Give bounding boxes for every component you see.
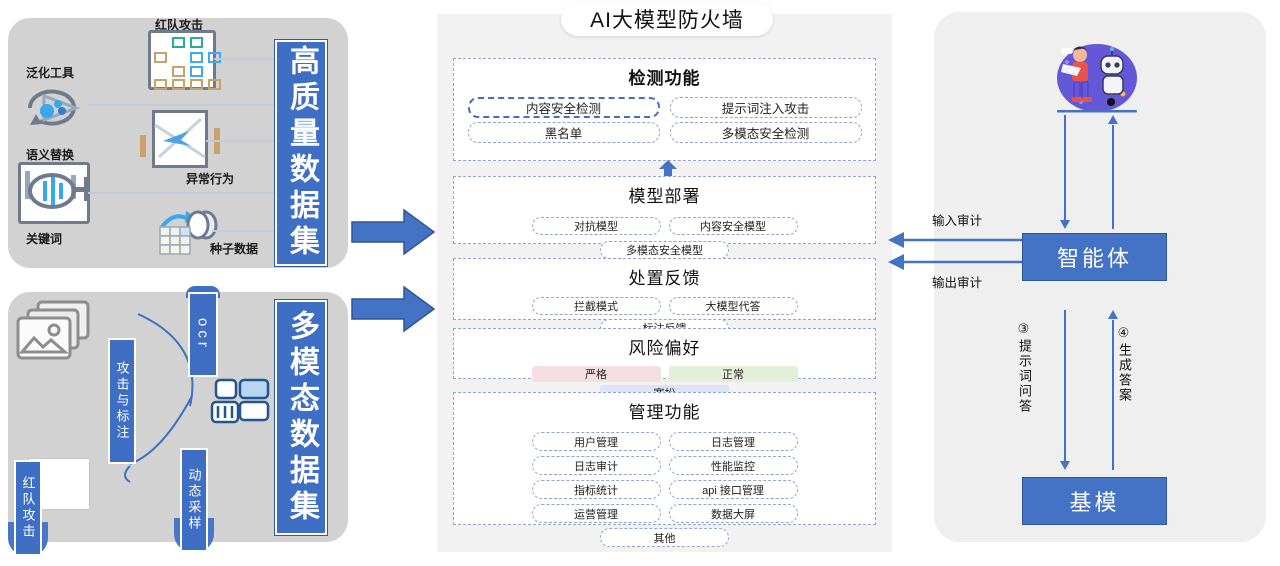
- arrow-deploy-to-detect: [659, 160, 677, 177]
- base-model-box[interactable]: 基模: [1022, 477, 1167, 525]
- keyword-icon: [18, 162, 90, 224]
- chip-metrics-statistics[interactable]: 指标统计: [531, 480, 661, 499]
- generalization-tool-icon: [18, 78, 90, 134]
- chip-llm-substitute-answer[interactable]: 大模型代答: [668, 297, 798, 315]
- chip-multimodal-safety-model[interactable]: 多模态安全模型: [600, 241, 729, 259]
- chip-content-safety-detect[interactable]: 内容安全检测: [467, 97, 660, 118]
- arrows-agent-bottom: [1060, 310, 1118, 470]
- section-detect: 检测功能 内容安全检测 提示词注入攻击 黑名单 多模态安全检测: [453, 58, 876, 161]
- dynamic-sampling-label: 动态采样: [180, 448, 208, 552]
- attack-annotate-label: 攻击与标注: [108, 338, 136, 464]
- label-output-audit: 输出审计: [932, 276, 983, 290]
- section-manage-title: 管理功能: [628, 403, 701, 422]
- label-prompt-qa: ③提示词问答: [1017, 322, 1032, 414]
- chip-block-mode[interactable]: 拦截模式: [531, 297, 661, 315]
- section-detect-chips: 内容安全检测 提示词注入攻击 黑名单 多模态安全检测: [454, 89, 875, 143]
- label-red-team-attack: 红队攻击: [155, 18, 204, 32]
- anomalous-behavior-icon: [152, 110, 208, 168]
- label-seed-data: 种子数据: [210, 242, 259, 256]
- section-manage-chips: 用户管理 日志管理 日志审计 性能监控 指标统计 api 接口管理 运营管理 数…: [454, 423, 875, 547]
- page-title: AI大模型防火墙: [561, 2, 773, 36]
- chip-performance-monitor[interactable]: 性能监控: [668, 456, 798, 475]
- multimodal-dataset-bar: 多模态数据集: [275, 300, 327, 535]
- label-anomalous-behavior: 异常行为: [186, 172, 235, 186]
- section-risk-title: 风险偏好: [628, 339, 701, 358]
- audit-arrows: [888, 232, 1024, 270]
- chip-user-management[interactable]: 用户管理: [531, 432, 661, 451]
- section-dispose: 处置反馈 拦截模式 大模型代答 标注反馈: [453, 258, 876, 337]
- section-detect-title: 检测功能: [628, 69, 701, 88]
- chip-other[interactable]: 其他: [600, 528, 729, 547]
- image-stack-icon: [16, 300, 102, 364]
- label-input-audit: 输入审计: [932, 214, 983, 228]
- section-manage: 管理功能 用户管理 日志管理 日志审计 性能监控 指标统计 api 接口管理 运…: [453, 392, 876, 547]
- arrow-mm-to-firewall: [351, 285, 436, 333]
- chip-content-safety-model[interactable]: 内容安全模型: [668, 217, 798, 235]
- chip-operations-management[interactable]: 运营管理: [531, 504, 661, 523]
- arrow-hq-to-firewall: [351, 208, 436, 256]
- chip-api-management[interactable]: api 接口管理: [668, 480, 798, 499]
- agent-box[interactable]: 智能体: [1022, 233, 1167, 281]
- section-risk: 风险偏好 严格 正常 宽松: [453, 328, 876, 401]
- section-deploy-title: 模型部署: [628, 187, 701, 206]
- label-keyword: 关键词: [26, 232, 63, 246]
- section-deploy-chips: 对抗模型 内容安全模型 多模态安全模型: [454, 207, 875, 259]
- human-and-robot-illustration: [1045, 40, 1145, 118]
- red-team-attack-label-mm: 红队攻击: [14, 460, 42, 556]
- robot-module-icon: [210, 378, 272, 426]
- section-deploy: 模型部署 对抗模型 内容安全模型 多模态安全模型: [453, 176, 876, 259]
- chip-log-management[interactable]: 日志管理: [668, 432, 798, 451]
- label-generalization-tool: 泛化工具: [26, 66, 75, 80]
- flow-curves: [124, 313, 194, 483]
- red-team-attack-icon: [148, 30, 221, 90]
- label-generate-answer: ④生成答案: [1117, 326, 1132, 403]
- section-dispose-title: 处置反馈: [628, 269, 701, 288]
- label-semantic-substitution: 语义替换: [26, 148, 75, 162]
- arrows-agent-top: [1060, 115, 1118, 229]
- chip-adversarial-model[interactable]: 对抗模型: [531, 217, 661, 235]
- seed-data-icon: [158, 205, 218, 255]
- chip-prompt-injection-attack[interactable]: 提示词注入攻击: [669, 97, 862, 118]
- chip-multimodal-safety-detect[interactable]: 多模态安全检测: [669, 122, 862, 143]
- high-quality-dataset-bar: 高质量数据集: [275, 40, 327, 266]
- ocr-label: ocr: [188, 292, 218, 377]
- chip-risk-normal[interactable]: 正常: [668, 366, 798, 382]
- chip-risk-strict[interactable]: 严格: [531, 366, 661, 382]
- chip-data-dashboard[interactable]: 数据大屏: [668, 504, 798, 523]
- chip-log-audit[interactable]: 日志审计: [531, 456, 661, 475]
- chip-blacklist[interactable]: 黑名单: [467, 122, 660, 143]
